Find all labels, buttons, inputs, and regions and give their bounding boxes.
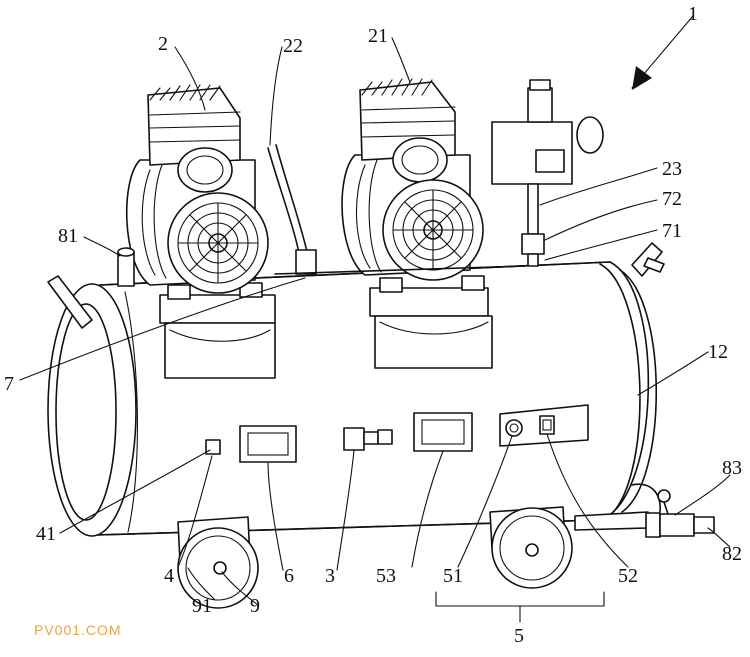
control-panel <box>205 404 589 463</box>
label-81: 81 <box>58 225 78 247</box>
label-3: 3 <box>325 565 335 587</box>
label-53: 53 <box>376 565 396 587</box>
label-9: 9 <box>250 595 260 617</box>
label-51: 51 <box>443 565 463 587</box>
outlet-81 <box>117 247 135 287</box>
leader-lines <box>19 15 731 623</box>
label-5: 5 <box>514 625 524 647</box>
label-12: 12 <box>708 341 728 363</box>
reference-labels: 1 2 22 21 23 72 71 81 7 12 41 4 6 3 53 5… <box>4 3 742 647</box>
label-6: 6 <box>284 565 294 587</box>
left-compressor <box>125 84 276 379</box>
label-21: 21 <box>368 25 388 47</box>
hose-22 <box>267 147 301 259</box>
label-4: 4 <box>164 565 174 587</box>
wheel-9 <box>177 516 259 609</box>
right-compressor <box>341 78 493 369</box>
label-1: 1 <box>688 3 698 25</box>
label-82: 82 <box>722 543 742 565</box>
arrow-1 <box>632 66 652 90</box>
regulator-23 <box>491 79 604 267</box>
label-22: 22 <box>283 35 303 57</box>
drain-valve-83 <box>574 483 715 538</box>
label-41: 41 <box>36 523 56 545</box>
watermark: PV001.COM <box>34 622 122 638</box>
label-91: 91 <box>192 595 212 617</box>
label-52: 52 <box>618 565 638 587</box>
wheel-right <box>489 506 573 589</box>
label-7: 7 <box>4 373 14 395</box>
label-72: 72 <box>662 188 682 210</box>
joint-7 <box>295 249 317 275</box>
label-2: 2 <box>158 33 168 55</box>
label-83: 83 <box>722 457 742 479</box>
label-23: 23 <box>662 158 682 180</box>
label-71: 71 <box>662 220 682 242</box>
